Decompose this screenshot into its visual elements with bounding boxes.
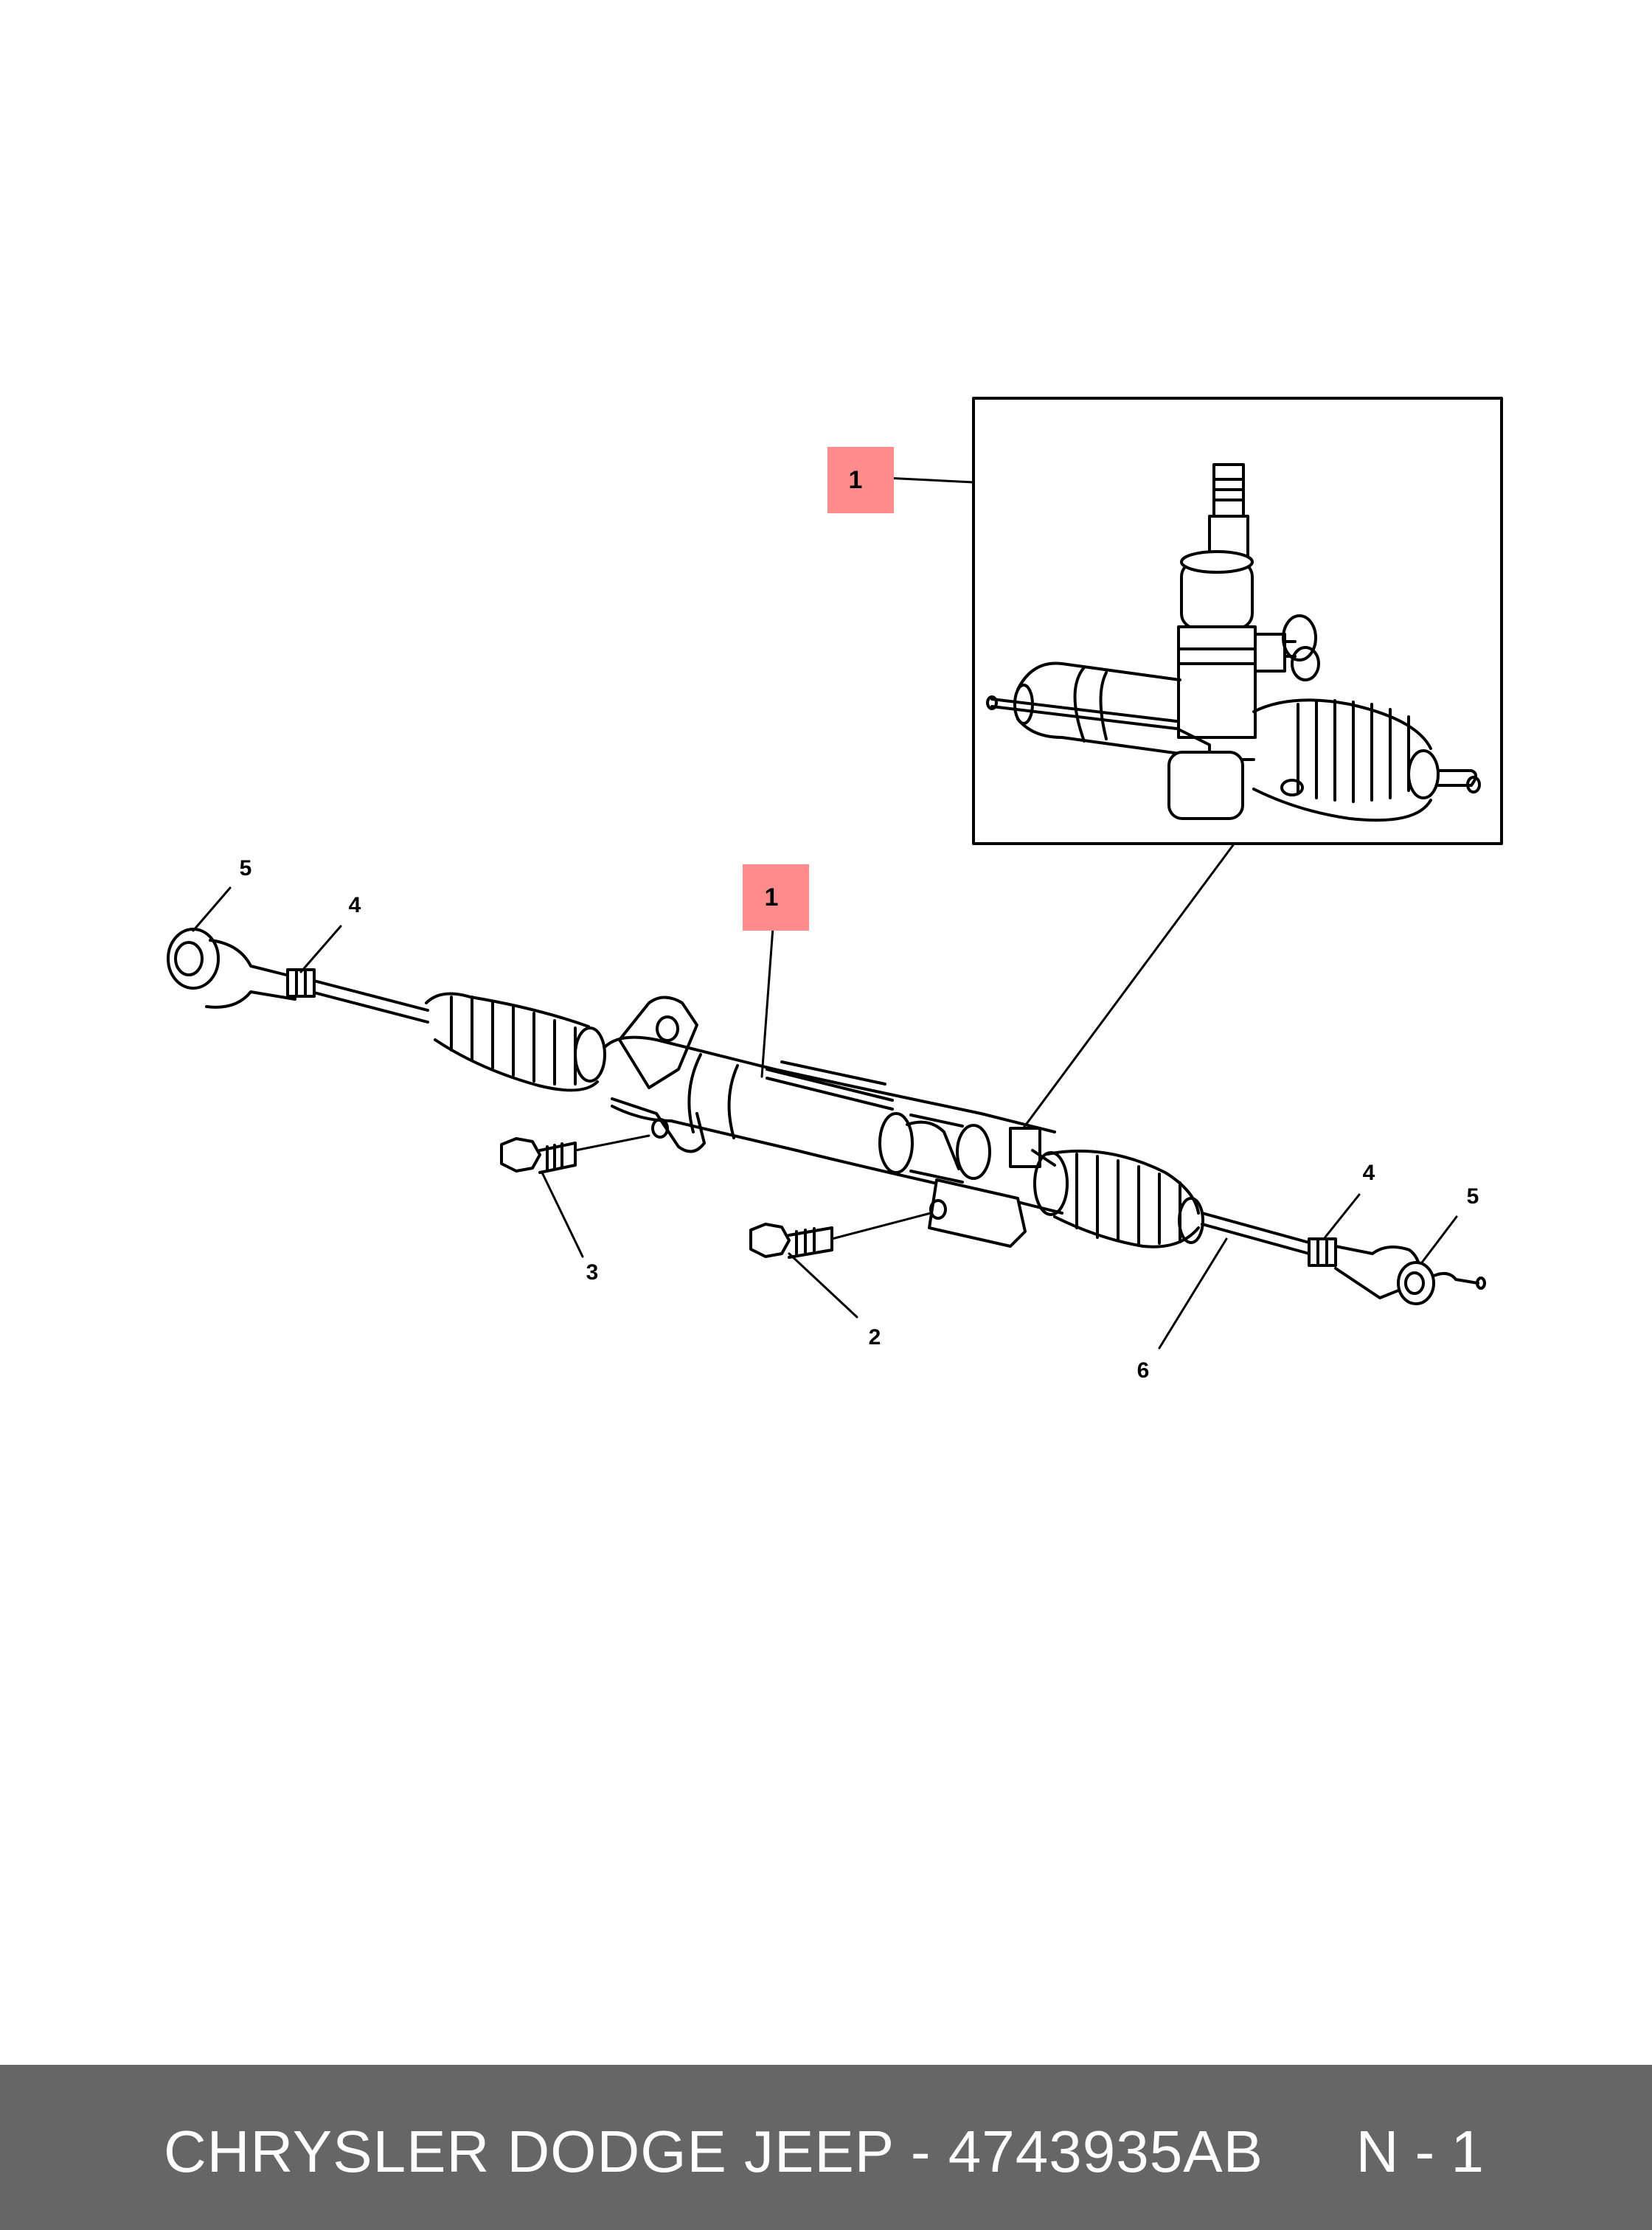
footer-part-title: CHRYSLER DODGE JEEP - 4743935AB bbox=[164, 2119, 1263, 2184]
footer-bar: CHRYSLER DODGE JEEP - 4743935AB N - 1 bbox=[0, 2065, 1652, 2230]
leader-lines bbox=[192, 886, 1458, 1350]
inset-callout-highlight bbox=[827, 447, 894, 513]
leader-2 bbox=[788, 1212, 932, 1319]
leader-5-right bbox=[1420, 1215, 1458, 1264]
main-assembly bbox=[167, 928, 1486, 1305]
leader-4-right bbox=[1322, 1193, 1361, 1240]
callout-1-main: 1 bbox=[765, 883, 779, 911]
tie-rod-end-right bbox=[1334, 1245, 1486, 1305]
inset-pinion-shaft bbox=[1177, 463, 1257, 739]
boot-right bbox=[1033, 1149, 1204, 1248]
callout-4-left: 4 bbox=[349, 893, 361, 917]
inset-leader-line bbox=[1016, 844, 1235, 1137]
bolt-lower bbox=[749, 1223, 833, 1259]
callout-4-right: 4 bbox=[1363, 1161, 1375, 1185]
leader-5-left bbox=[192, 886, 232, 932]
inset-valve-fittings bbox=[1254, 614, 1320, 681]
leader-1-main bbox=[760, 926, 774, 1078]
main-callout-highlight bbox=[743, 864, 809, 931]
tie-rod-end-left bbox=[167, 928, 296, 1009]
inner-tie-rod-right bbox=[1201, 1212, 1311, 1255]
boot-left bbox=[425, 992, 606, 1092]
callout-5-right: 5 bbox=[1467, 1184, 1479, 1209]
inset-housing-tube bbox=[986, 661, 1255, 820]
leader-4-left bbox=[299, 925, 342, 973]
callout-1-inset: 1 bbox=[849, 466, 863, 494]
jam-nut-left bbox=[286, 968, 316, 998]
rack-housing bbox=[603, 1035, 1063, 1248]
bracket-left bbox=[611, 996, 706, 1153]
callout-6: 6 bbox=[1137, 1358, 1150, 1383]
inset-frame bbox=[972, 397, 1503, 845]
leader-3 bbox=[541, 1134, 650, 1258]
inner-tie-rod-left bbox=[313, 979, 429, 1024]
inset-callout-leader bbox=[884, 476, 975, 484]
inset-view bbox=[972, 397, 1503, 845]
leader-6 bbox=[1158, 1237, 1228, 1350]
footer-page-indicator: N - 1 bbox=[1356, 2119, 1484, 2184]
inset-boot bbox=[1252, 698, 1481, 822]
parts-diagram: 1 1 5 4 3 2 4 5 6 bbox=[167, 397, 1503, 1383]
callout-5-left: 5 bbox=[240, 856, 252, 880]
jam-nut-right bbox=[1308, 1237, 1337, 1267]
bolt-upper bbox=[500, 1137, 577, 1174]
callout-3: 3 bbox=[586, 1260, 599, 1285]
inset-port-fitting bbox=[1280, 779, 1304, 796]
callout-2: 2 bbox=[869, 1325, 881, 1350]
